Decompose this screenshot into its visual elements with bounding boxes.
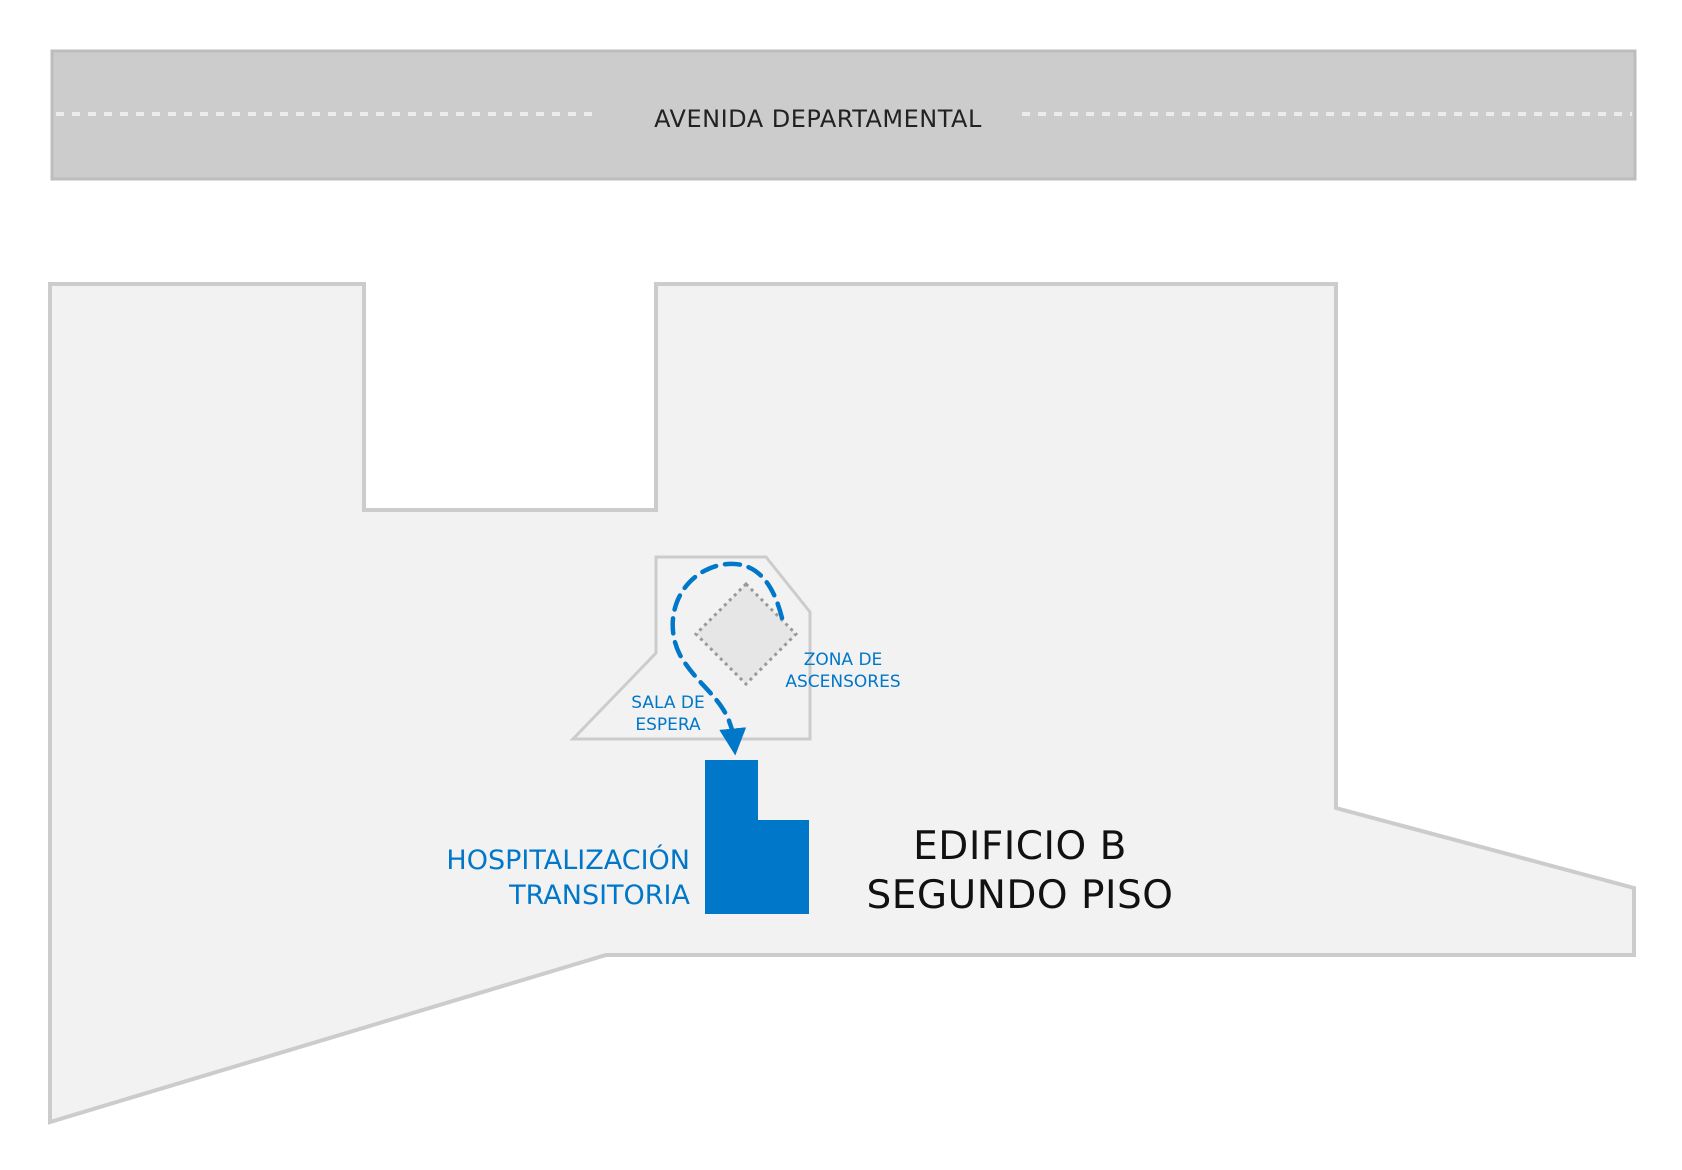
elevator-zone (693, 581, 799, 687)
waiting-room-label-line2: ESPERA (635, 715, 701, 735)
street-label: AVENIDA DEPARTAMENTAL (654, 105, 982, 133)
building-label-line1: EDIFICIO B (913, 824, 1127, 869)
building-label-line2: SEGUNDO PISO (867, 873, 1174, 918)
elevator-zone-label-line2: ASCENSORES (785, 672, 900, 692)
elevator-zone-label-line1: ZONA DE (804, 650, 883, 670)
route-path (670, 561, 785, 756)
building-b-outline (48, 282, 1636, 1125)
destination-label-line2: TRANSITORIA (508, 880, 690, 911)
destination-block (705, 760, 809, 914)
waiting-room-label-line1: SALA DE (631, 693, 704, 713)
destination-label-line1: HOSPITALIZACIÓN (446, 844, 690, 876)
